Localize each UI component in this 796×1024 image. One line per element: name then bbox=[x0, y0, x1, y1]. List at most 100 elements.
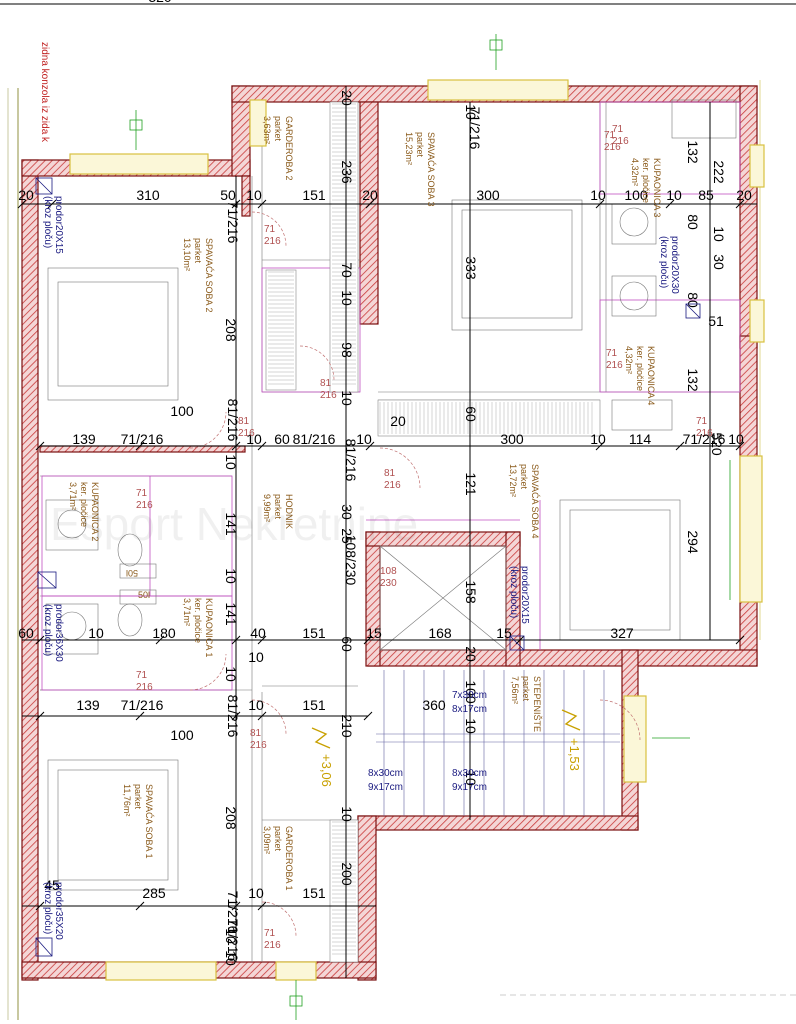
dim-tick bbox=[735, 441, 745, 451]
stair-label-s2: 8x17cm bbox=[452, 704, 487, 715]
door-code-c10: 81/216 bbox=[225, 695, 241, 738]
room-label-kup4-1: ker. pločice bbox=[635, 346, 645, 391]
door-code-c7: 71/216 bbox=[683, 431, 726, 447]
dim-label-d151b: 151 bbox=[302, 625, 326, 641]
opening-label-o1-1: (kroz ploču) bbox=[42, 196, 53, 248]
dim-label-d100c: 100 bbox=[463, 680, 479, 704]
dim-label-d10i: 10 bbox=[356, 431, 372, 447]
top-dim-1: 320 bbox=[148, 0, 172, 5]
dim-tick bbox=[135, 901, 145, 911]
opening-label-o2-1: (kroz ploču) bbox=[658, 236, 669, 288]
door-label-dr9-w: 108 bbox=[380, 566, 397, 577]
door-label-dr11-w: 81 bbox=[384, 468, 396, 479]
level-stair: +1,53 bbox=[567, 738, 582, 771]
stair-label-s3: 8x30cm bbox=[368, 768, 403, 779]
dim-tick bbox=[231, 199, 241, 209]
door-code-c4: 81/216 bbox=[225, 399, 241, 442]
dim-label-d10h: 10 bbox=[339, 390, 355, 406]
room-label-soba2-1: parket bbox=[193, 238, 203, 264]
dim-tick bbox=[135, 441, 145, 451]
room-label-gard2-0: GARDEROBA 2 bbox=[284, 116, 294, 181]
dim-label-d10u: 10 bbox=[463, 770, 479, 786]
dim-tick bbox=[365, 199, 375, 209]
door-label-dr11-h: 216 bbox=[384, 480, 401, 491]
door-label-dr10-h: 216 bbox=[696, 428, 713, 439]
dim-label-d10m: 10 bbox=[223, 568, 239, 584]
room-label-hodnik-1: parket bbox=[273, 494, 283, 520]
dim-tick bbox=[515, 635, 525, 645]
dim-label-d10c: 10 bbox=[666, 187, 682, 203]
dim-label-d60b: 60 bbox=[463, 406, 479, 422]
room-label-gard2-2: 3,63m² bbox=[262, 116, 272, 144]
door-label-dr7-w: 71 bbox=[136, 670, 148, 681]
room-label-gard2-1: parket bbox=[273, 116, 283, 142]
wall-bracket-note: zidna konzola iz zida k bbox=[39, 42, 50, 143]
dim-label-d60c: 60 bbox=[18, 625, 34, 641]
dim-label-d10j: 10 bbox=[590, 431, 606, 447]
door-code-c11: 71/216 bbox=[225, 891, 241, 934]
room-label-kup4-2: 4,32m² bbox=[624, 346, 634, 374]
dim-label-d10w: 10 bbox=[223, 950, 239, 966]
dim-tick bbox=[363, 635, 373, 645]
door-code-c1: 71/216 bbox=[467, 107, 483, 150]
dim-tick bbox=[35, 635, 45, 645]
door-label-dr8-w: 81 bbox=[250, 728, 262, 739]
room-label-kup3-0: KUPAONICA 3 bbox=[652, 158, 662, 217]
dim-tick bbox=[735, 199, 745, 209]
watermark: Esport Nekretnine bbox=[50, 498, 418, 550]
dim-label-d15b: 15 bbox=[496, 625, 512, 641]
dim-label-d20a: 20 bbox=[18, 187, 34, 203]
dim-label-d100a: 100 bbox=[624, 187, 648, 203]
door-code-c9: 71/216 bbox=[121, 697, 164, 713]
room-label-step-2: 7,56m² bbox=[510, 676, 520, 704]
dim-label-d151d: 151 bbox=[302, 885, 326, 901]
wc-labels: 50l 50l bbox=[126, 568, 150, 600]
dim-label-d139b: 139 bbox=[76, 697, 100, 713]
dim-label-d10b: 10 bbox=[590, 187, 606, 203]
room-label-hodnik-0: HODNIK bbox=[284, 494, 294, 529]
room-label-kup3-1: ker. pločice bbox=[641, 158, 651, 203]
dim-label-d132a: 132 bbox=[685, 140, 701, 164]
dim-tick bbox=[595, 199, 605, 209]
dim-tick bbox=[231, 901, 241, 911]
door-label-dr10-w: 71 bbox=[696, 416, 708, 427]
door-label-dr2-h: 216 bbox=[264, 236, 281, 247]
stair-treads bbox=[376, 670, 620, 816]
dim-label-d327: 327 bbox=[610, 625, 634, 641]
dim-label-d30b: 30 bbox=[339, 504, 355, 520]
room-label-kup4-0: KUPAONICA 4 bbox=[646, 346, 656, 405]
wc-label-1: 50l bbox=[126, 568, 138, 578]
dim-label-d40: 40 bbox=[250, 625, 266, 641]
room-label-soba3-2: 15,23m² bbox=[404, 132, 414, 165]
dim-label-d333: 333 bbox=[463, 256, 479, 280]
dim-label-d20d: 20 bbox=[339, 90, 355, 106]
opening-label-o4-0: prodor20X15 bbox=[519, 566, 530, 624]
dim-label-d60a: 60 bbox=[274, 431, 290, 447]
dim-label-d294: 294 bbox=[685, 530, 701, 554]
dim-label-d300b: 300 bbox=[500, 431, 524, 447]
dim-label-d10r: 10 bbox=[463, 718, 479, 734]
dim-tick bbox=[35, 441, 45, 451]
dim-label-d25: 25 bbox=[339, 528, 355, 544]
dim-label-d300a: 300 bbox=[476, 187, 500, 203]
dim-label-d10e: 10 bbox=[711, 226, 727, 242]
door-label-dr8-h: 216 bbox=[250, 740, 267, 751]
dim-label-d200: 200 bbox=[339, 862, 355, 886]
room-label-soba2-0: SPAVAĆA SOBA 2 bbox=[204, 238, 214, 313]
room-label-gard1-0: GARDEROBA 1 bbox=[284, 826, 294, 891]
dim-tick bbox=[257, 901, 267, 911]
dim-label-d20b: 20 bbox=[362, 187, 378, 203]
opening-boxes bbox=[35, 177, 701, 957]
room-label-soba2-2: 13,10m² bbox=[182, 238, 192, 271]
dim-label-d236: 236 bbox=[339, 160, 355, 184]
level-markers: +3,06 +1,53 bbox=[311, 709, 582, 787]
door-code-c2: 71/216 bbox=[225, 201, 241, 244]
room-label-soba4-0: SPAVAĆA SOBA 4 bbox=[530, 464, 540, 539]
dim-label-d180: 180 bbox=[152, 625, 176, 641]
room-label-step-0: STEPENIŠTE bbox=[532, 676, 542, 732]
dim-label-d80: 80 bbox=[685, 214, 701, 230]
top-dimensions: 320 bbox=[0, 0, 796, 5]
room-label-kup1-1: ker. pločice bbox=[193, 598, 203, 643]
door-label-dr1-w: 71 bbox=[612, 124, 624, 135]
